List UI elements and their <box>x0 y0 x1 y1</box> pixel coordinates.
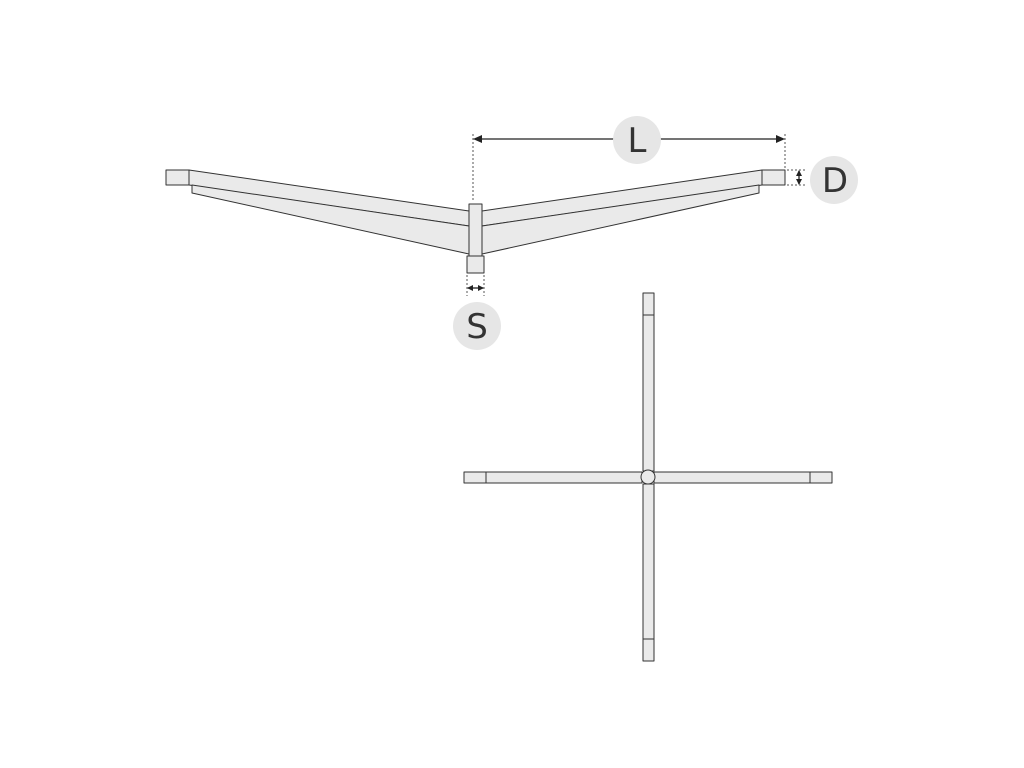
top-arm-south-end-cap <box>642 638 655 662</box>
top-arm-north <box>642 314 655 472</box>
length-arrow-left-icon <box>473 135 482 143</box>
length-arrow-right-icon <box>776 135 785 143</box>
length-label: L <box>628 121 647 161</box>
top-arm-east <box>653 471 811 484</box>
side-view <box>165 169 786 274</box>
dimension-socket: S <box>453 275 501 350</box>
socket-badge <box>453 302 501 350</box>
central-hub <box>468 203 483 257</box>
left-arm <box>165 169 470 255</box>
dimension-depth: D <box>787 156 858 204</box>
top-arm-west-end-cap <box>463 471 487 484</box>
top-arm-north-end-cap <box>642 292 655 316</box>
top-arm-south <box>642 483 655 640</box>
socket-arrow-right-icon <box>478 285 484 291</box>
left-arm-end-cap <box>165 169 190 186</box>
depth-arrow-top-icon <box>796 170 802 176</box>
top-view <box>463 292 833 662</box>
top-arm-east-end-cap <box>809 471 833 484</box>
pole-socket <box>466 255 485 274</box>
right-arm-end-cap <box>761 169 786 186</box>
depth-label: D <box>822 161 848 201</box>
depth-arrow-bottom-icon <box>796 179 802 185</box>
dimension-length: L <box>472 116 786 202</box>
socket-label: S <box>466 307 488 347</box>
top-arm-west <box>485 471 643 484</box>
socket-arrow-left-icon <box>467 285 473 291</box>
right-arm <box>481 169 786 255</box>
depth-badge <box>810 156 858 204</box>
top-view-hub <box>640 469 656 485</box>
length-badge <box>613 116 661 164</box>
